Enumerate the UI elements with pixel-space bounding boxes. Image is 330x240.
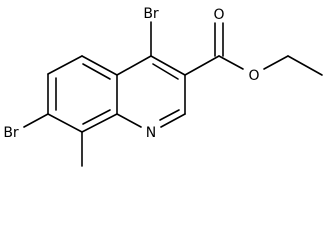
bond-lines <box>23 21 323 167</box>
bond <box>81 55 118 76</box>
bond <box>116 55 152 76</box>
bond <box>287 55 323 76</box>
atom-labels: Br Br N O O <box>3 6 259 141</box>
bond <box>218 55 244 70</box>
chemical-structure: Br Br N O O <box>3 6 323 167</box>
bond <box>81 113 118 133</box>
atom-label-nitrogen: N <box>146 125 156 141</box>
bond <box>116 113 142 128</box>
bond <box>82 63 111 80</box>
atom-label-ester-oxygen: O <box>248 68 259 84</box>
atom-label-br-top: Br <box>143 6 159 22</box>
bond <box>159 109 180 121</box>
atom-label-br-left: Br <box>3 125 19 141</box>
bond <box>152 63 179 80</box>
bond <box>23 113 49 128</box>
bond <box>47 55 83 75</box>
atom-label-carbonyl-oxygen: O <box>213 7 224 23</box>
bond <box>150 55 186 76</box>
bond <box>263 55 289 70</box>
bond <box>160 113 186 128</box>
bond <box>82 109 111 125</box>
bond <box>184 55 220 76</box>
bond <box>47 113 83 133</box>
